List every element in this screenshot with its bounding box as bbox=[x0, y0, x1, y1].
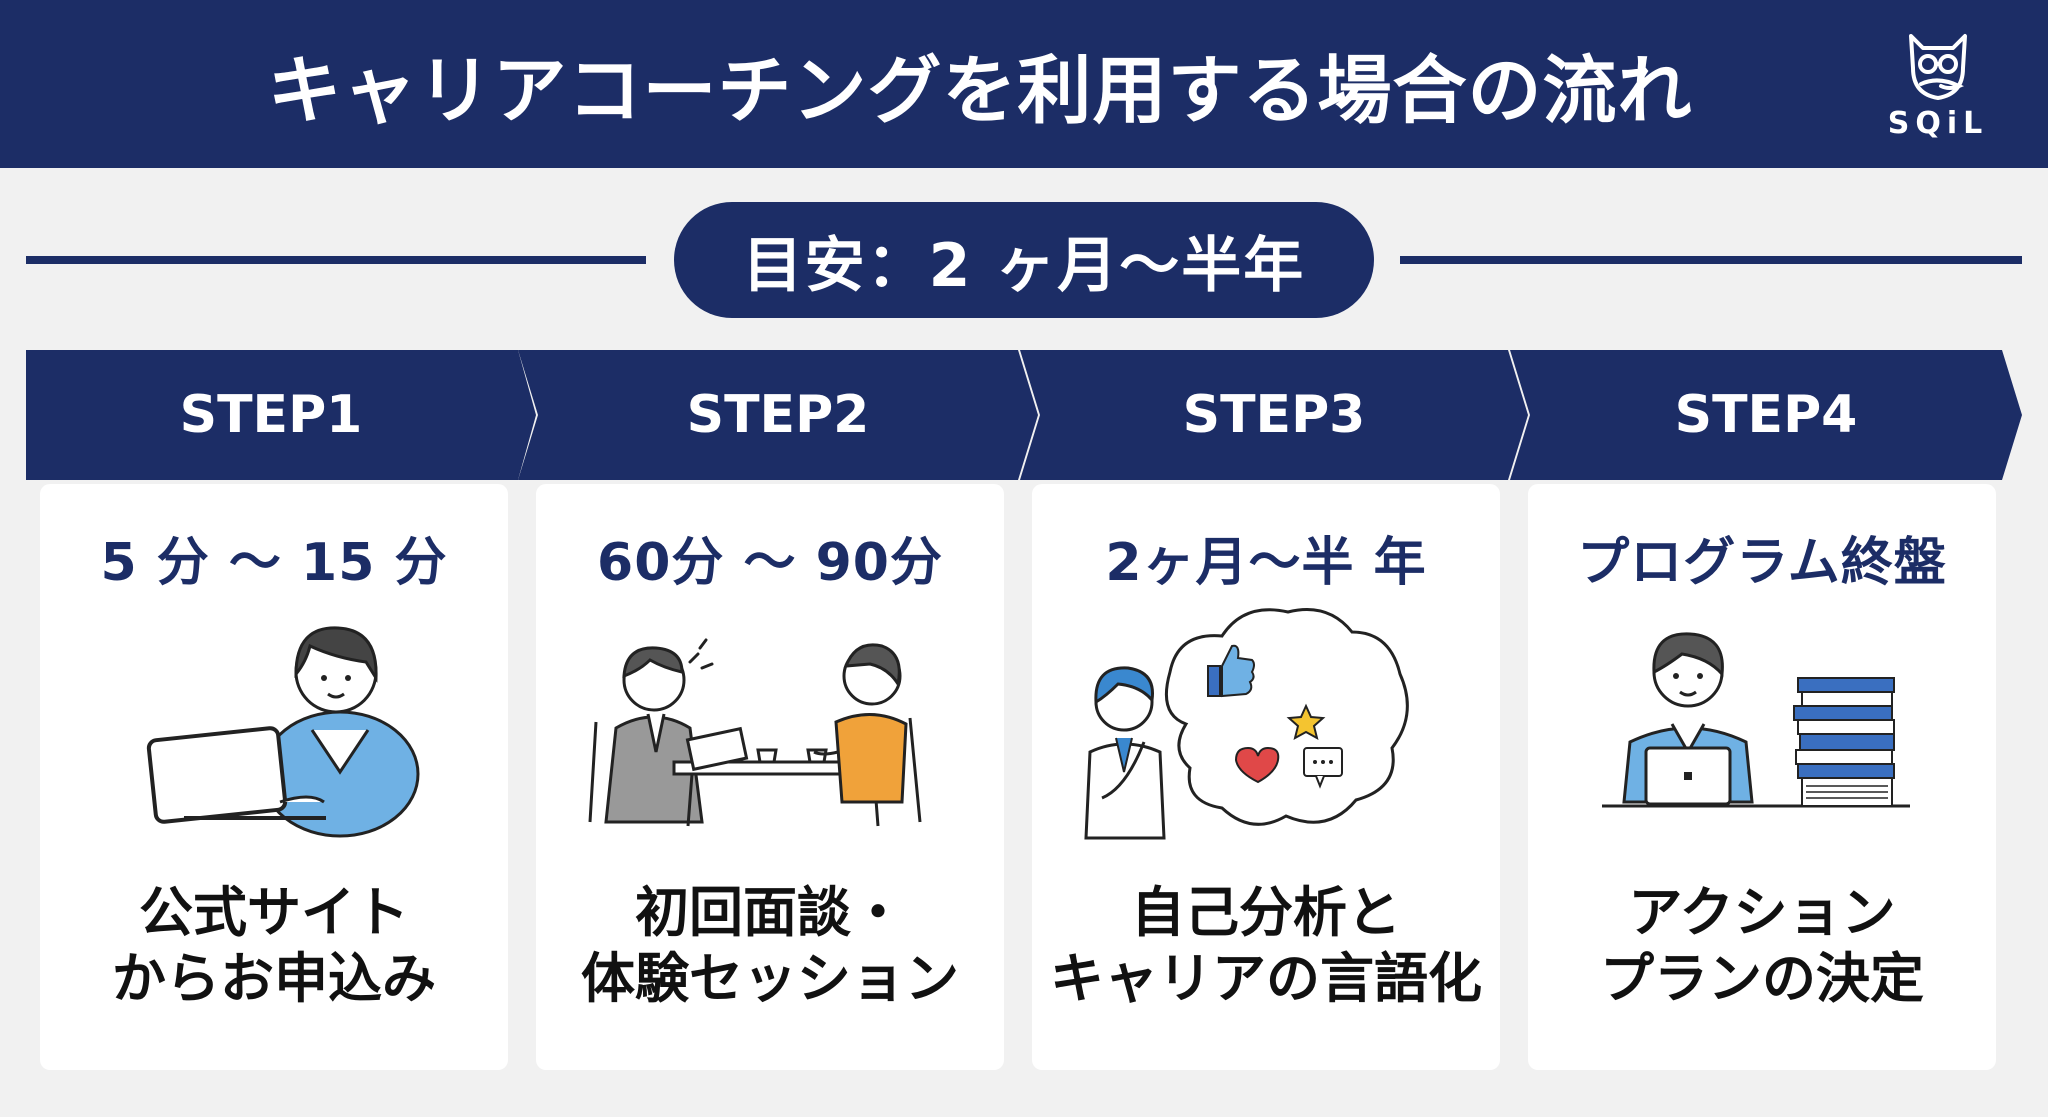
step-description: 公式サイト からお申込み bbox=[40, 880, 508, 1012]
desc-line: 体験セッション bbox=[581, 947, 959, 1010]
meeting-illustration bbox=[588, 638, 922, 827]
step-duration: プログラム終盤 bbox=[1577, 533, 1947, 593]
guide-line-right bbox=[1400, 256, 2022, 264]
page-title: キャリアコーチングを利用する場合の流れ bbox=[267, 47, 1693, 134]
step-banner-4: STEP4 bbox=[1510, 350, 2022, 480]
woman-laptop-illustration bbox=[146, 626, 420, 838]
thinking-woman-illustration bbox=[1084, 608, 1409, 840]
header-bar: キャリアコーチングを利用する場合の流れ SQiL bbox=[0, 0, 2048, 168]
heart-icon bbox=[1234, 746, 1280, 784]
guide-duration-pill: 目安：2 ヶ月〜半年 bbox=[674, 202, 1374, 318]
step-duration: 60分 〜 90分 bbox=[597, 533, 943, 593]
step-card-4: プログラム終盤 アクション プランの決定 bbox=[1528, 484, 1996, 1070]
step-duration: 2ヶ月〜半 年 bbox=[1105, 533, 1427, 593]
desc-line: からお申込み bbox=[112, 947, 436, 1010]
step-description: 初回面談・ 体験セッション bbox=[536, 880, 1004, 1012]
step-card-1: 5 分 〜 15 分 公式サイト からお申込み bbox=[40, 484, 508, 1070]
woman-books-illustration bbox=[1602, 632, 1910, 808]
thumbs-up-icon bbox=[1207, 644, 1255, 698]
step-label: STEP3 bbox=[1182, 385, 1366, 445]
step-duration: 5 分 〜 15 分 bbox=[100, 533, 448, 593]
step-description: 自己分析と キャリアの言語化 bbox=[1032, 880, 1500, 1012]
step-description: アクション プランの決定 bbox=[1528, 880, 1996, 1012]
desc-line: 初回面談・ bbox=[635, 881, 905, 944]
desc-line: アクション bbox=[1628, 881, 1896, 944]
logo-text: SQiL bbox=[1887, 106, 1989, 141]
step-banner-2: STEP2 bbox=[518, 350, 1038, 480]
desc-line: 自己分析と bbox=[1131, 881, 1401, 944]
chat-bubble-icon bbox=[1303, 747, 1343, 789]
step-card-2: 60分 〜 90分 初回面談・ 体験セッション bbox=[536, 484, 1004, 1070]
star-icon bbox=[1286, 703, 1326, 740]
desc-line: 公式サイト bbox=[139, 881, 409, 944]
step-card-3: 2ヶ月〜半 年 自己分析と キャリアの言語化 bbox=[1032, 484, 1500, 1070]
step-label: STEP4 bbox=[1674, 385, 1858, 445]
step-label: STEP1 bbox=[179, 385, 363, 445]
desc-line: キャリアの言語化 bbox=[1050, 947, 1482, 1010]
guide-line-left bbox=[26, 256, 646, 264]
desc-line: プランの決定 bbox=[1600, 947, 1924, 1010]
step-label: STEP2 bbox=[686, 385, 870, 445]
owl-icon bbox=[1909, 34, 1967, 100]
sqil-logo: SQiL bbox=[1868, 28, 2008, 154]
step-banner-3: STEP3 bbox=[1020, 350, 1528, 480]
step-banner-1: STEP1 bbox=[26, 350, 536, 480]
